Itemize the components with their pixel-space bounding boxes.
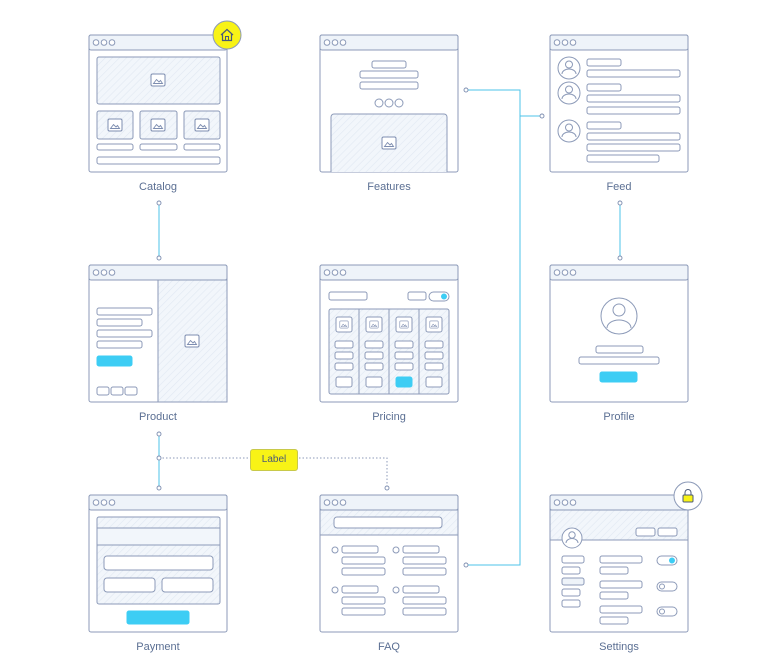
wireframe-profile	[549, 264, 689, 403]
connectors	[158, 89, 621, 566]
screen-label-product: Product	[139, 411, 177, 423]
wireframe-catalog	[88, 34, 228, 173]
connector-features-feed-faq	[466, 89, 542, 566]
connector-payment-faq-dotted	[159, 457, 388, 488]
lock-icon	[673, 481, 703, 511]
wireframe-payment	[88, 494, 228, 633]
home-icon	[212, 20, 242, 50]
screen-label-features: Features	[367, 181, 411, 193]
screen-label-faq: FAQ	[377, 641, 400, 653]
wireframe-pricing	[319, 264, 459, 403]
screen-label-payment: Payment	[136, 641, 180, 653]
connector-label: Label	[250, 449, 298, 471]
wireframe-features	[319, 34, 459, 173]
screen-label-feed: Feed	[606, 181, 632, 193]
wireframe-faq	[319, 494, 459, 633]
screen-label-catalog: Catalog	[139, 181, 177, 193]
connector-dots	[156, 87, 623, 568]
screen-label-settings: Settings	[599, 641, 639, 653]
wireframe-feed	[549, 34, 689, 173]
wireframe-product	[88, 264, 228, 403]
wireframe-settings	[549, 494, 689, 633]
screen-label-pricing: Pricing	[372, 411, 406, 423]
screen-label-profile: Profile	[603, 411, 635, 423]
